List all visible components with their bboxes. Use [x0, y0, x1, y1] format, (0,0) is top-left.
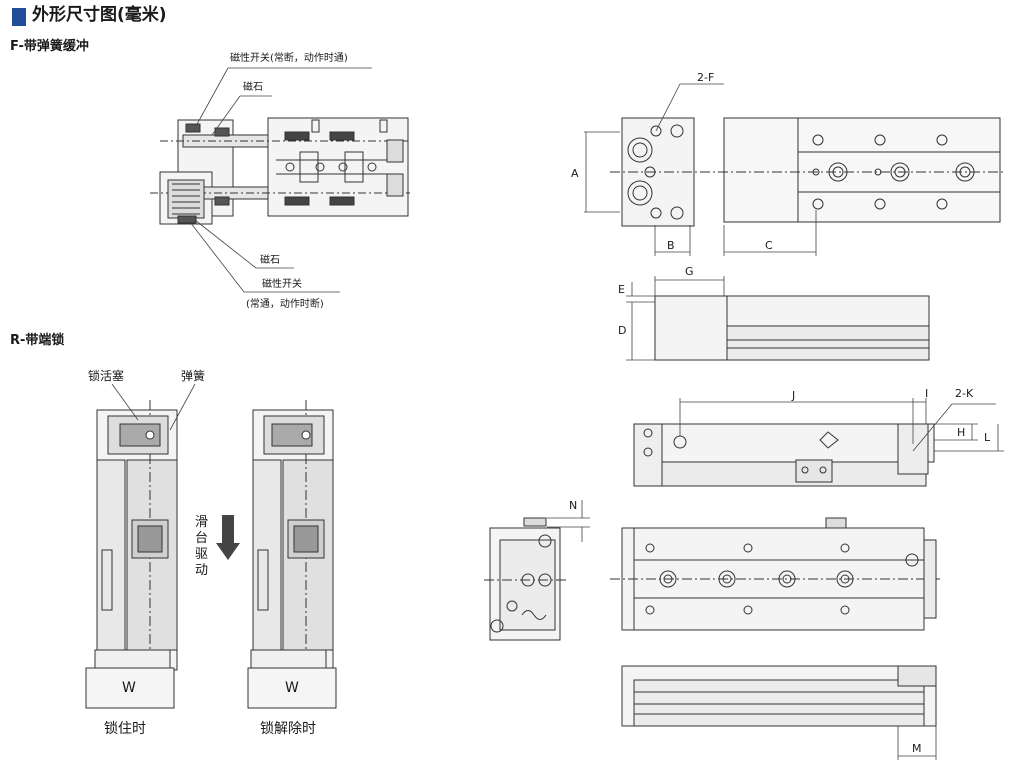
- dim-d: D: [618, 324, 627, 337]
- side-view-middle: [633, 423, 935, 487]
- caption-unlocked: 锁解除时: [260, 721, 316, 737]
- end-view: [484, 517, 568, 641]
- slide-drive-char-2: 台: [195, 531, 209, 546]
- callout-lock-piston: 锁活塞: [88, 369, 125, 383]
- dim-2f: 2-F: [697, 71, 715, 84]
- dim-a: A: [571, 167, 579, 180]
- f-spring-cushion-section-view: [150, 117, 410, 225]
- top-view: [610, 117, 1005, 227]
- slide-drive-char-3: 驱: [195, 547, 209, 562]
- page-title: 外形尺寸图(毫米): [32, 5, 167, 25]
- dim-l: L: [984, 431, 991, 444]
- callout-switch-bottom: 磁性开关: [262, 279, 302, 290]
- side-view-lower-dimensions: [897, 726, 937, 760]
- dim-m: M: [912, 742, 922, 755]
- side-view-upper: [654, 295, 930, 361]
- top-view-dimension-lines: [584, 83, 817, 256]
- title-accent-bar: [12, 8, 26, 26]
- bottom-view: [610, 517, 940, 631]
- dim-2k: 2-K: [955, 387, 974, 400]
- slide-drive-char-1: 滑: [195, 515, 209, 530]
- f-callout-leaders: [189, 67, 372, 293]
- dim-g: G: [685, 265, 694, 278]
- dim-c: C: [765, 239, 773, 252]
- slide-drive-char-4: 动: [195, 563, 209, 578]
- dim-i: I: [925, 387, 929, 400]
- slide-drive-arrow-icon: [216, 515, 240, 560]
- r-unlocked-view: [247, 400, 337, 709]
- dim-w-right: W: [285, 680, 299, 696]
- callout-switch-bottom-note: (常通，动作时断): [246, 299, 324, 310]
- side-view-middle-dimensions: [679, 398, 1004, 452]
- dim-b: B: [667, 239, 675, 252]
- dim-w-left: W: [122, 680, 136, 696]
- callout-switch-top: 磁性开关(常断，动作时通): [230, 53, 348, 64]
- caption-locked: 锁住时: [104, 721, 146, 737]
- section-title-r: R-带端锁: [10, 333, 65, 348]
- dim-j: J: [792, 389, 796, 402]
- dim-h: H: [957, 426, 966, 439]
- callout-spring: 弹簧: [181, 369, 206, 383]
- dim-e: E: [618, 283, 625, 296]
- r-callout-leaders: [111, 383, 196, 431]
- r-locked-view: [85, 400, 178, 709]
- end-view-dimensions: [547, 500, 590, 542]
- callout-magnet-bottom: 磁石: [260, 255, 280, 266]
- side-view-upper-dimensions: [626, 276, 725, 361]
- dim-n: N: [569, 499, 578, 512]
- callout-magnet-top: 磁石: [243, 82, 263, 93]
- section-title-f: F-带弹簧缓冲: [10, 39, 89, 54]
- side-view-lower: [621, 665, 937, 727]
